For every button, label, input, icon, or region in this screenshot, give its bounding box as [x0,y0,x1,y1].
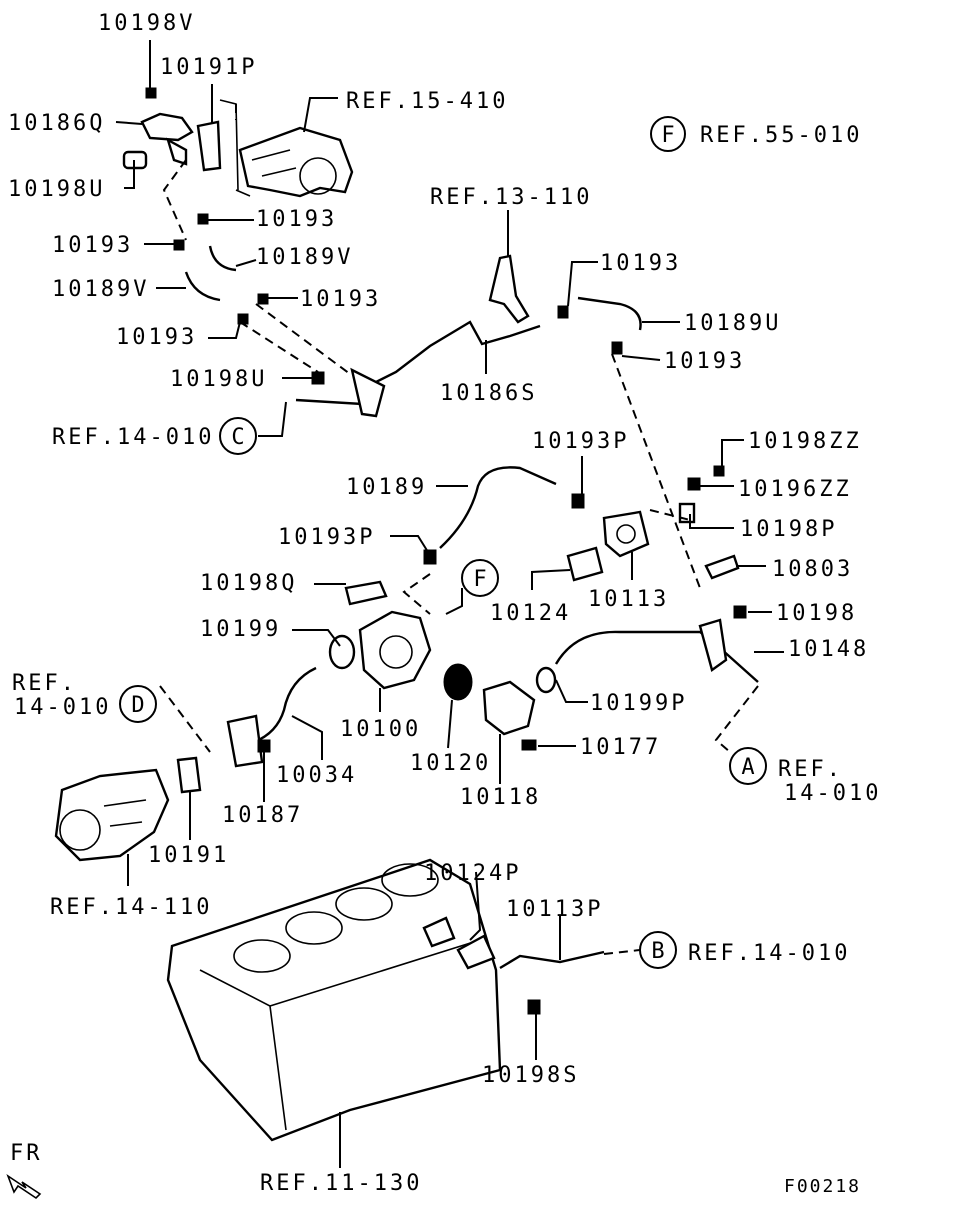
ref-13-110: REF.13-110 [430,185,592,210]
bracket-ref-13-110-drawing [488,254,530,324]
pipe-10113p-drawing [499,950,605,1015]
label-10034: 10034 [276,763,357,788]
marker-f-mid-letter: F [473,567,486,592]
water-pipe-10186s-drawing [295,320,541,418]
marker-f-top-letter: F [661,123,674,148]
label-10193p-b: 10193P [278,525,375,550]
label-10803: 10803 [772,557,853,582]
ref-11-130: REF.11-130 [260,1171,422,1196]
ref-14-010-a-line1: REF. [778,757,843,782]
label-10196zz: 10196ZZ [738,477,852,502]
marker-b-letter: B [651,939,664,964]
label-10113: 10113 [588,587,669,612]
fr-label: FR [10,1141,43,1166]
label-10193-f: 10193 [664,349,745,374]
marker-b: B [639,931,677,969]
part-labels: 10198V 10191P 10186Q 10198U 10193 10193 … [8,11,869,1088]
label-10198u-top: 10198U [8,177,105,202]
marker-a: A [729,747,767,785]
hoses-10189v-drawing [173,213,269,325]
thermostat-housing-10100-drawing [328,580,473,701]
outlet-10113-drawing [566,465,740,582]
label-10198p: 10198P [740,517,837,542]
label-10193-e: 10193 [600,251,681,276]
label-10187: 10187 [222,803,303,828]
arrow-icon [6,1173,42,1200]
label-10189v-b: 10189V [52,277,149,302]
dashed-connection-lines [159,104,759,955]
hose-10189-drawing [423,466,585,565]
hose-10034-drawing [176,666,317,794]
label-10199: 10199 [200,617,281,642]
label-10193p-a: 10193P [532,429,629,454]
marker-a-letter: A [741,755,754,780]
label-10198u-mid: 10198U [170,367,267,392]
label-10193-d: 10193 [116,325,197,350]
figure-code: F00218 [784,1176,861,1197]
label-10193-c: 10193 [300,287,381,312]
label-10124: 10124 [490,601,571,626]
label-10113p: 10113P [506,897,603,922]
ref-14-010-b: REF.14-010 [688,941,850,966]
label-10198: 10198 [776,601,857,626]
water-pump-drawing [54,768,170,862]
cylinder-block-drawing [166,858,502,1142]
ref-14-110: REF.14-110 [50,895,212,920]
label-10189u: 10189U [684,311,781,336]
label-10118: 10118 [460,785,541,810]
ref-55-010: REF.55-010 [700,123,862,148]
water-outlet-10118-drawing [482,666,557,751]
label-10100: 10100 [340,717,421,742]
label-10198v: 10198V [98,11,195,36]
marker-d: D [119,685,157,723]
marker-c-letter: C [231,425,244,450]
label-10186s: 10186S [440,381,537,406]
label-10193-b: 10193 [52,233,133,258]
bracket-10186q-drawing [122,87,222,172]
reference-labels: REF.15-410 REF.55-010 REF.13-110 REF.14-… [12,89,881,1196]
front-indicator: FR [6,1141,43,1200]
ref-14-010-d-line1: REF. [12,671,77,696]
marker-f-mid: F [461,559,499,597]
hose-10189u-drawing [557,296,642,355]
ref-15-410: REF.15-410 [346,89,508,114]
label-10186q: 10186Q [8,111,105,136]
marker-c: C [219,417,257,455]
throttle-body-drawing [219,99,354,198]
label-10199p: 10199P [590,691,687,716]
ref-14-010-d-line2: 14-010 [14,695,111,720]
marker-f-top: F [650,116,686,152]
marker-d-letter: D [131,693,144,718]
label-10191: 10191 [148,843,229,868]
label-10198s: 10198S [482,1063,579,1088]
label-10189: 10189 [346,475,427,500]
label-10198zz: 10198ZZ [748,429,862,454]
label-10198q: 10198Q [200,571,297,596]
label-10189v-a: 10189V [256,245,353,270]
label-10177: 10177 [580,735,661,760]
label-10120: 10120 [410,751,491,776]
label-10193-a: 10193 [256,207,337,232]
leader-lines [115,40,784,1168]
ref-14-010-a-line2: 14-010 [784,781,881,806]
label-10124p: 10124P [424,861,521,886]
label-10148: 10148 [788,637,869,662]
pipe-10148-drawing [554,605,759,683]
label-10191p: 10191P [160,55,257,80]
ref-14-010-c: REF.14-010 [52,425,214,450]
